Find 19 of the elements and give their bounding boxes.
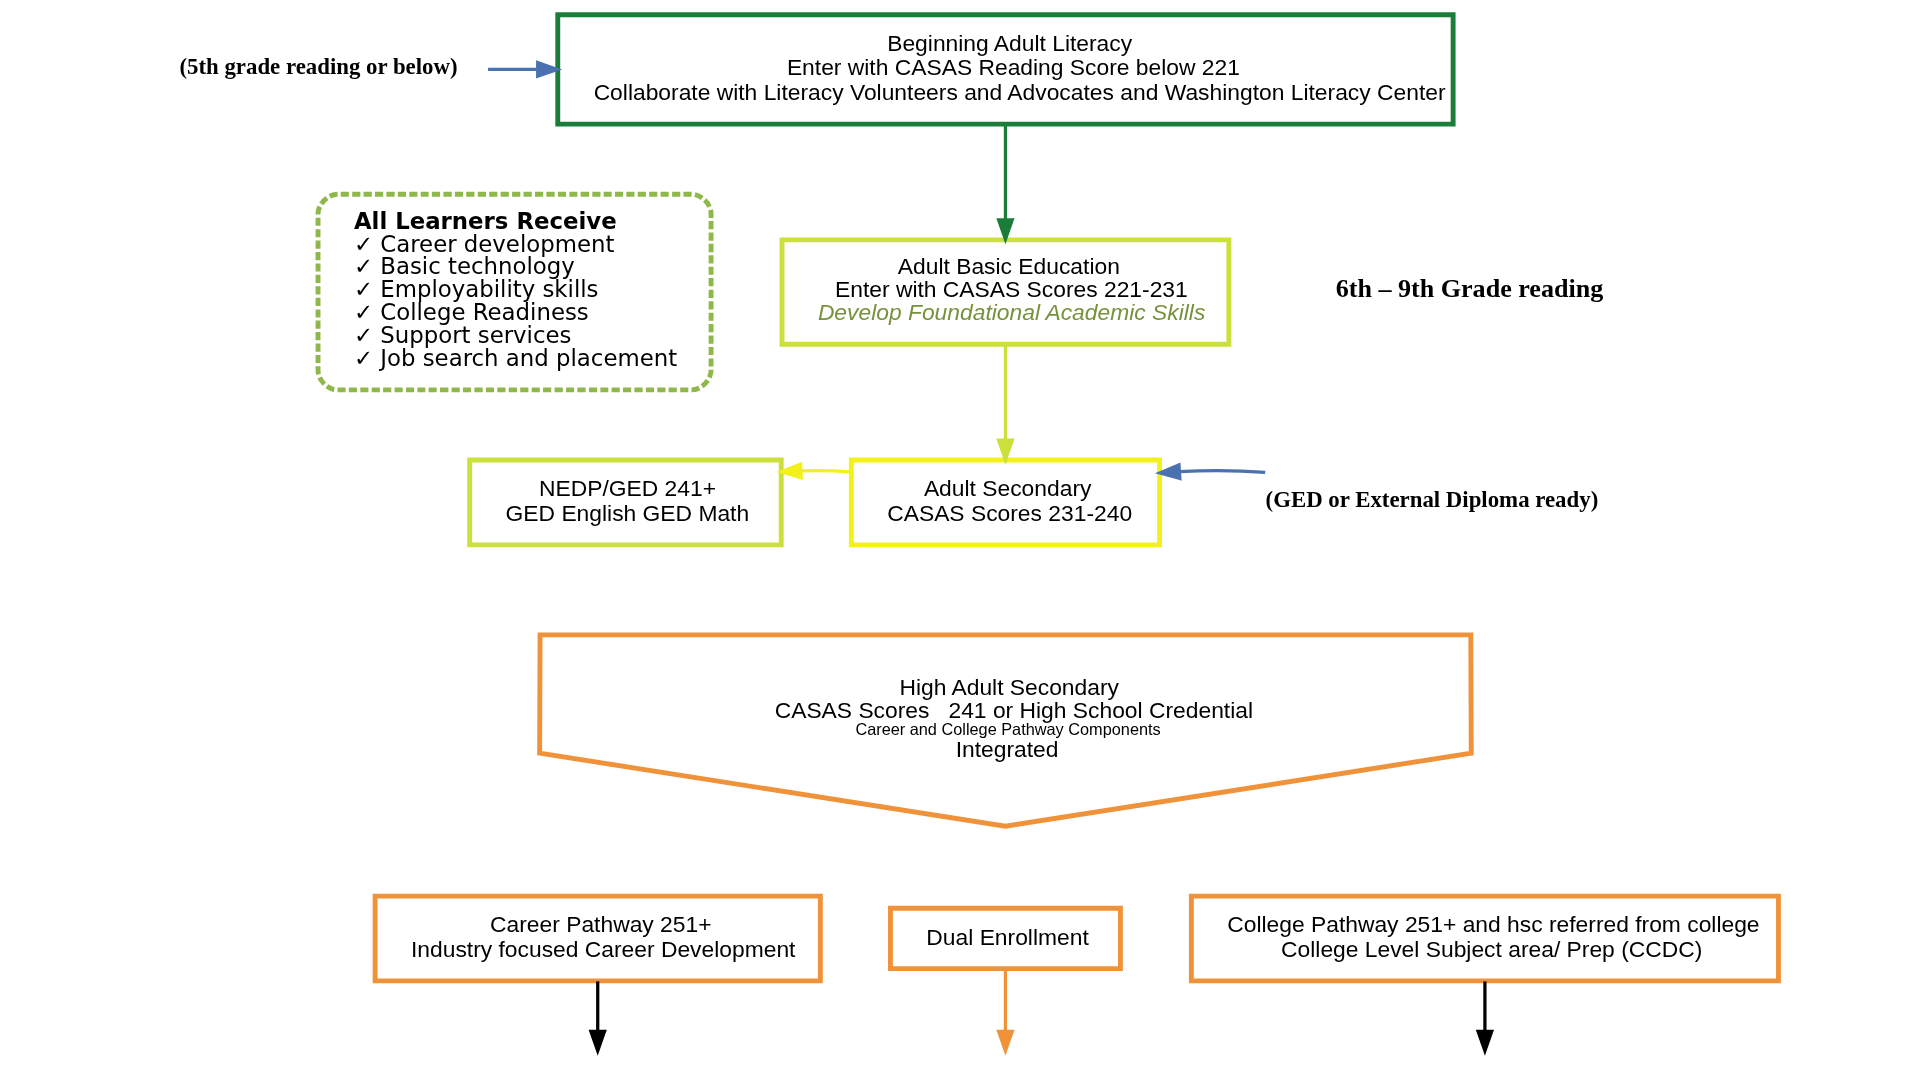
arrow <box>1154 462 1265 481</box>
label: 6th – 9th Grade reading <box>1335 273 1603 303</box>
node-box: Career Pathway 251+ Industry focused Career Development <box>372 893 823 984</box>
node-text: (GED or External Diploma ready) <box>1265 486 1598 512</box>
node-box: All Learners Receive ✓ Career development ✓ Basic technology ✓ Employability skills ✓ College Readiness ✓ Support services ✓ Job search and placement <box>315 191 713 393</box>
arrow <box>588 981 607 1056</box>
arrow <box>487 60 562 79</box>
node-box: Adult Basic Education Enter with CASAS Scores 221-231 Develop Foundational Academic Skills <box>779 237 1231 347</box>
node-box: Dual Enrollment <box>887 905 1123 972</box>
node-box: College Pathway 251+ and hsc referred from college College Level Subject area/ Prep (CCDC) <box>1188 893 1781 984</box>
arrow <box>995 124 1015 245</box>
arrow <box>995 968 1015 1056</box>
arrow <box>1475 981 1494 1056</box>
node-box: Beginning Adult Literacy Enter with CASAS Reading Score below 221 Collaborate with Literacy Volunteers and Advocates and Washington Literacy Center <box>554 12 1456 127</box>
node-box: Adult Secondary CASAS Scores 231-240 <box>848 457 1162 548</box>
arrow <box>995 344 1015 465</box>
node-text: (5th grade reading or below) <box>178 53 458 79</box>
arrow <box>775 461 851 480</box>
node-box: NEDP/GED 241+ GED English GED Math <box>466 457 784 548</box>
